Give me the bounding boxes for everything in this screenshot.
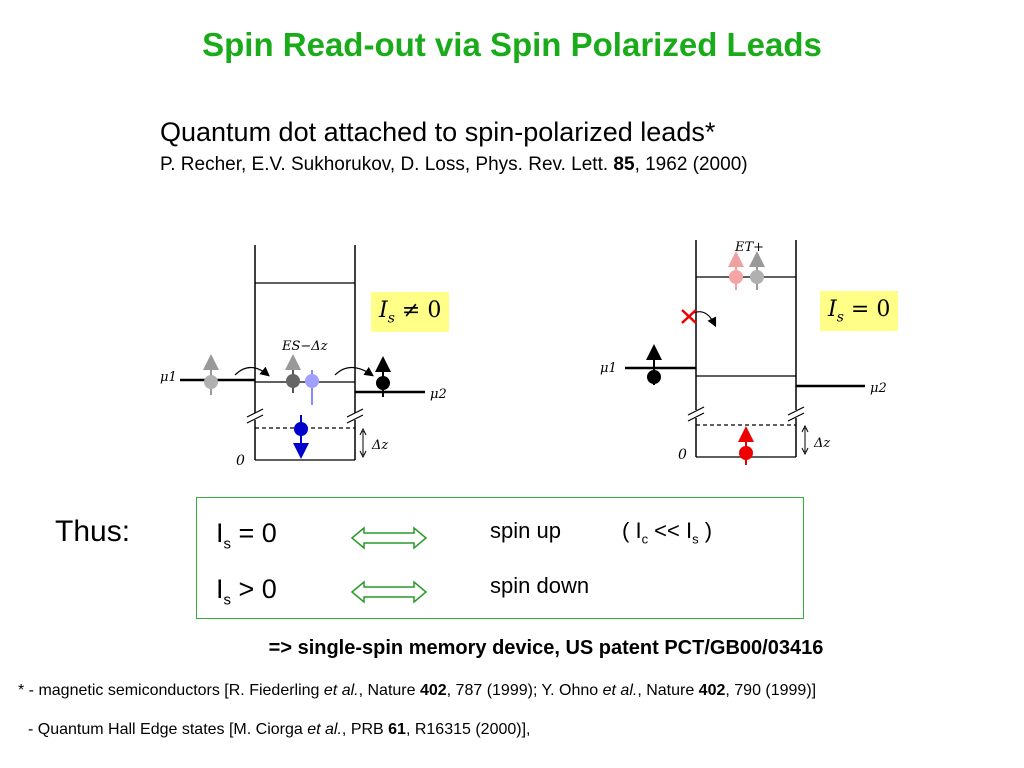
ground-electron-up (739, 446, 753, 460)
spin-down-label: spin down (490, 573, 590, 598)
left-dot-diagram: μ1 μ2 ES−Δz Δz 0 (160, 245, 447, 469)
relation-1: Is = 0 (216, 518, 277, 553)
right-lead-electron (376, 376, 390, 390)
double-arrow-icon (350, 580, 428, 604)
double-arrow-icon (350, 526, 428, 550)
citation-volume: 85 (613, 154, 635, 175)
right-delta-label: Δz (813, 436, 830, 451)
spin-up-label: spin up (490, 518, 561, 543)
left-lead-electron (204, 375, 218, 389)
left-mu1-label: μ1 (160, 370, 177, 385)
left-level-label: ES−Δz (281, 339, 328, 354)
right-current-box: Is = 0 (820, 291, 899, 332)
citation-authors: P. Recher, E.V. Sukhorukov, D. Loss, Phy… (160, 154, 614, 175)
dot-electron-down (294, 422, 308, 436)
right-dot-diagram: μ1 μ2 ET+ Δz 0 (600, 240, 887, 465)
triplet-electron-up (729, 270, 743, 284)
dot-electron-down-light (305, 374, 319, 388)
triplet-electron-grey (750, 270, 764, 284)
summary-box (196, 497, 804, 619)
left-current-box: Is ≠ 0 (371, 292, 450, 333)
dot-electron-up (286, 374, 300, 388)
conclusion: => single-spin memory device, US patent … (268, 637, 824, 659)
citation-rest: , 1962 (2000) (634, 154, 748, 175)
thus-label: Thus: (55, 515, 131, 548)
citation: P. Recher, E.V. Sukhorukov, D. Loss, Phy… (160, 154, 748, 176)
left-zero-label: 0 (236, 453, 245, 469)
subtitle: Quantum dot attached to spin-polarized l… (160, 117, 716, 147)
right-mu1-label: μ1 (600, 361, 617, 376)
left-mu2-label: μ2 (430, 387, 447, 402)
footnote-1: * - magnetic semiconductors [R. Fiederli… (18, 682, 817, 699)
relation-2: Is > 0 (216, 574, 277, 609)
page-title: Spin Read-out via Spin Polarized Leads (202, 26, 822, 63)
left-delta-label: Δz (371, 438, 388, 453)
right-zero-label: 0 (678, 447, 687, 463)
footnote-2: - Quantum Hall Edge states [M. Ciorga et… (28, 721, 531, 738)
right-level-label: ET+ (734, 240, 764, 255)
current-condition: ( Ic << Is ) (622, 518, 713, 547)
right-left-lead-electron (647, 370, 661, 384)
right-mu2-label: μ2 (870, 381, 887, 396)
